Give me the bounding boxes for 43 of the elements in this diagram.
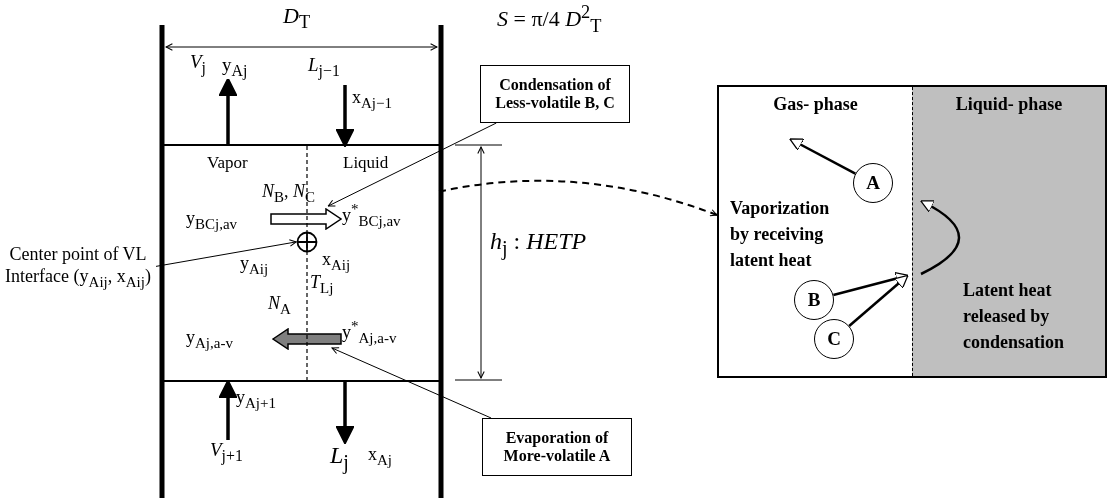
variable-label: N$_{B}$, N$_{C}$ bbox=[262, 182, 316, 206]
column-stage bbox=[163, 144, 439, 382]
variable-label: D$_{T}$ bbox=[283, 4, 311, 33]
zoom-arrow bbox=[438, 179, 718, 217]
transfer-arrow bbox=[833, 271, 910, 297]
condensation-flux-arrow bbox=[270, 208, 342, 230]
phase-description: Vaporization by receiving latent heat bbox=[730, 197, 831, 273]
leader-line bbox=[327, 122, 497, 207]
evaporation-flux-arrow bbox=[272, 328, 342, 350]
phase-label: Liquid bbox=[343, 154, 389, 173]
interface-point-icon bbox=[296, 231, 318, 253]
phase-heading: Gas- phase bbox=[772, 95, 859, 115]
callout-text: Center point of VL Interface (y$_{Aij}$, x$_{Aij}$) bbox=[0, 244, 156, 316]
variable-label: V$_{j+1}$ bbox=[210, 440, 243, 465]
variable-label: x$_{Aj}$ bbox=[368, 445, 392, 469]
variable-label: y$_{Aj}$ bbox=[222, 55, 248, 80]
phase-description: Latent heat released by condensation bbox=[963, 279, 1066, 355]
liquid-phase-region bbox=[912, 87, 1105, 376]
component-circle: A bbox=[853, 163, 893, 203]
component-circle: C bbox=[814, 319, 854, 359]
transfer-arrow bbox=[848, 274, 909, 327]
leader-line bbox=[331, 347, 492, 419]
callout-box: Condensation of Less-volatile B, C bbox=[480, 65, 630, 123]
heat-arrow bbox=[920, 200, 961, 276]
variable-label: x$_{Aij}$ bbox=[322, 250, 351, 274]
variable-label: y$_{Aj+1}$ bbox=[236, 388, 276, 412]
variable-label: L$_{j}$ bbox=[330, 442, 349, 473]
phase-heading: Liquid- phase bbox=[954, 95, 1064, 115]
variable-label: y$_{Aj,a-v}$ bbox=[186, 328, 233, 352]
phase-panel bbox=[717, 85, 1107, 378]
variable-label: y$_{BCj,av}$ bbox=[186, 209, 238, 233]
variable-label: T$_{Lj}$ bbox=[310, 273, 334, 297]
phase-label: Vapor bbox=[207, 154, 248, 173]
variable-label: N$_{A}$ bbox=[268, 294, 291, 318]
component-circle: B bbox=[794, 280, 834, 320]
variable-label: V$_{j}$ bbox=[190, 52, 206, 77]
variable-label: y$_{Aij}$ bbox=[240, 254, 269, 278]
callout-box: Evaporation of More-volatile A bbox=[482, 418, 632, 476]
variable-label: L$_{j−1}$ bbox=[308, 55, 340, 80]
dimension-label: h$_{j}$ : HETP bbox=[490, 228, 587, 259]
variable-label: x$_{Aj−1}$ bbox=[352, 88, 392, 112]
leader-line bbox=[155, 239, 297, 267]
transfer-arrow bbox=[789, 138, 856, 175]
